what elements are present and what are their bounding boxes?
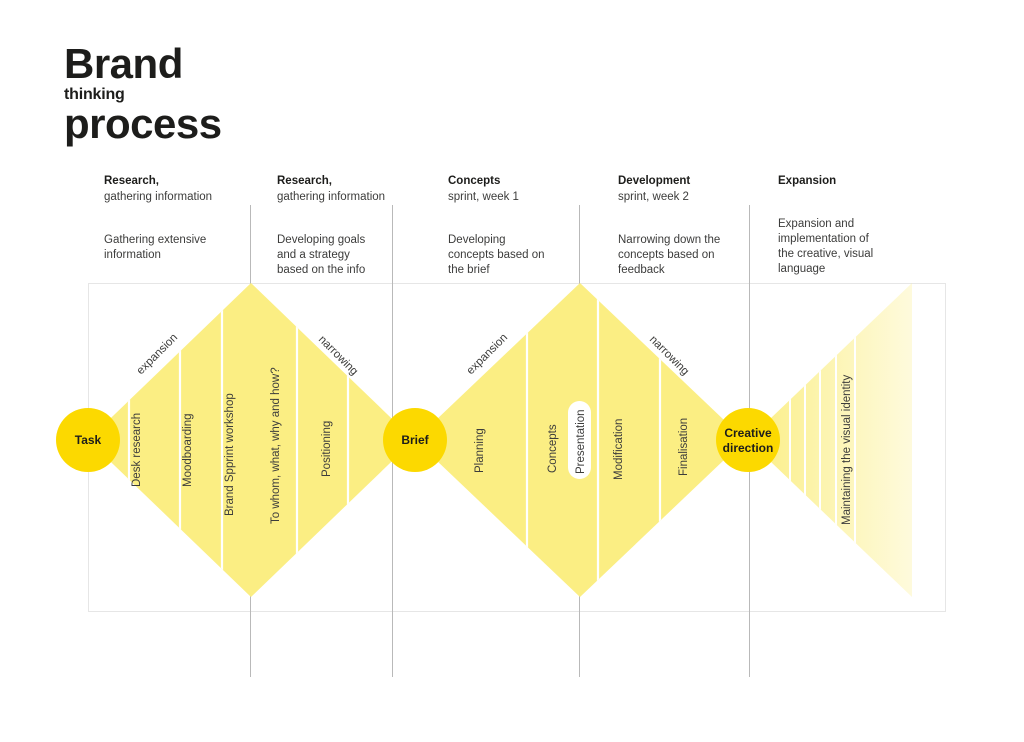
column-subtitle: sprint, week 1 [448, 190, 519, 203]
node-creative-direction[interactable]: Creative direction [716, 408, 780, 472]
strip-label-concepts: Concepts [547, 424, 559, 473]
node-creative-direction-label-line1: Creative [724, 426, 772, 440]
column-title: Research, [277, 175, 332, 187]
column-title: Expansion [778, 175, 837, 187]
node-task-circle[interactable] [56, 408, 120, 472]
column-subtitle: gathering information [277, 190, 386, 203]
column-header-research-1: Research, gathering information Gatherin… [104, 174, 254, 263]
strip-label-brand-sprint-workshop: Brand Spprint workshop [224, 393, 236, 516]
column-header-research-2: Research, gathering information Developi… [277, 174, 427, 278]
column-description: Narrowing down the concepts based on fee… [618, 233, 721, 277]
node-creative-direction-circle[interactable] [716, 408, 780, 472]
column-header-expansion: Expansion Expansion and implementation o… [778, 174, 928, 278]
column-description: Expansion and implementation of the crea… [778, 217, 874, 276]
column-title: Concepts [448, 175, 501, 187]
node-brief-label: Brief [401, 433, 429, 447]
column-title: Development [618, 175, 691, 187]
page-title: Brand thinking process [64, 40, 222, 147]
diamond-one: Desk research Moodboarding Brand Spprint… [88, 283, 414, 597]
title-line-thinking: thinking [64, 86, 125, 104]
column-subtitle: sprint, week 2 [618, 190, 689, 203]
diamond-one-shape [88, 283, 414, 597]
column-title: Research, [104, 175, 159, 187]
diamond-two: Planning Concepts Presentation Modificat… [415, 283, 745, 597]
strip-label-positioning: Positioning [321, 421, 333, 477]
title-line-process: process [64, 99, 222, 147]
strip-label-to-whom-what-why-how: To whom, what, why and how? [270, 367, 282, 524]
strip-label-finalisation: Finalisation [678, 418, 690, 476]
node-brief[interactable]: Brief [383, 408, 447, 472]
node-task[interactable]: Task [56, 408, 120, 472]
column-description: Developing goals and a strategy based on… [277, 233, 366, 277]
strip-label-desk-research: Desk research [131, 413, 143, 487]
column-subtitle: gathering information [104, 190, 213, 203]
node-brief-circle[interactable] [383, 408, 447, 472]
column-header-development: Development sprint, week 2 Narrowing dow… [618, 174, 768, 278]
strip-label-presentation: Presentation [575, 409, 587, 474]
strip-label-planning: Planning [474, 428, 486, 473]
column-header-concepts: Concepts sprint, week 1 Developing conce… [448, 174, 598, 278]
expansion-triangle-shape [748, 283, 912, 597]
grid-frame [88, 283, 946, 612]
node-task-label: Task [75, 433, 102, 447]
strip-label-moodboarding: Moodboarding [182, 413, 194, 487]
node-creative-direction-label-line2: direction [723, 441, 774, 455]
title-line-brand: Brand [64, 40, 183, 87]
column-description: Gathering extensive information [104, 233, 207, 261]
column-description: Developing concepts based on the brief [448, 233, 545, 277]
strip-label-modification: Modification [613, 419, 625, 480]
highlight-pill-presentation[interactable] [568, 401, 591, 479]
strip-label-maintaining-visual-identity: Maintaining the visual identity [841, 375, 853, 525]
